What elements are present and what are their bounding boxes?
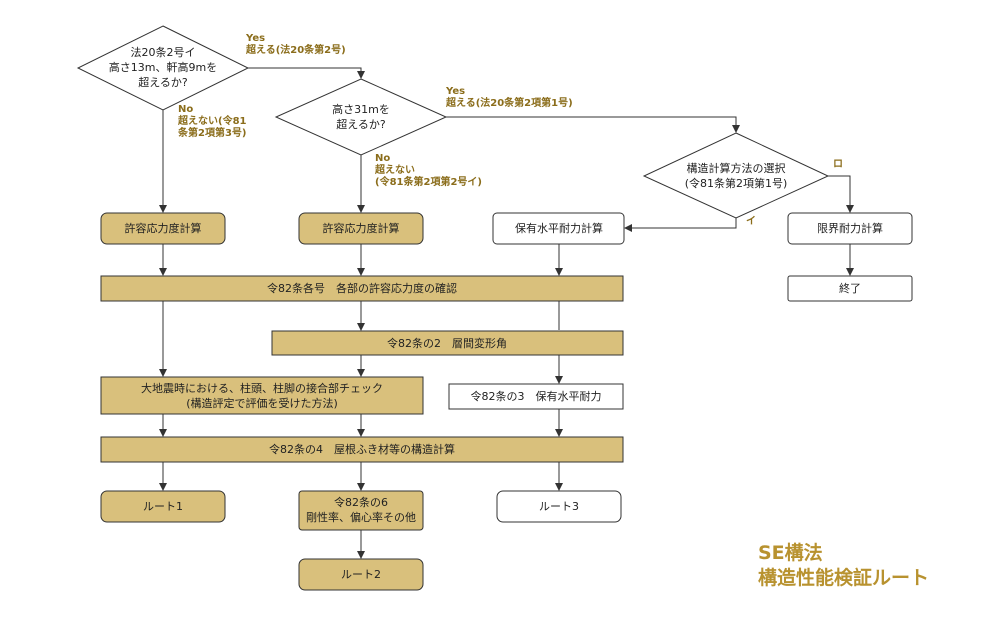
connector-lines	[159, 67, 854, 559]
decision-height13m: 法20条2号イ 高さ13m、軒高9mを 超えるか?	[76, 25, 250, 111]
box-kyoyo-2-text: 許容応力度計算	[323, 221, 400, 235]
box-route3: ルート3	[496, 490, 622, 523]
decision-height31m: 高さ31mを 超えるか?	[274, 78, 448, 156]
bar-rei82-2: 令82条の2 層間変形角	[271, 330, 624, 356]
d1-line2: 高さ13m、軒高9mを	[109, 60, 217, 74]
box-rei82-3: 令82条の3 保有水平耐力	[448, 383, 624, 410]
d1-line3: 超えるか?	[138, 75, 188, 89]
bar-rei82-4-text: 令82条の4 屋根ふき材等の構造計算	[269, 442, 455, 456]
bar-rei82-2-text: 令82条の2 層間変形角	[387, 336, 507, 350]
box-genkai-text: 限界耐力計算	[817, 221, 883, 235]
arrow-d1-yes	[248, 67, 365, 79]
title-line1: SE構法	[758, 541, 823, 564]
box-end: 終了	[787, 275, 913, 302]
label-no1-line2: 条第2項第3号)	[177, 126, 247, 139]
title-line2: 構造性能検証ルート	[758, 566, 929, 589]
label-yes1-body: 超える(法20条第2号)	[245, 43, 346, 56]
label-no2-head: No	[375, 153, 390, 164]
arrow-d3-ro	[828, 175, 854, 213]
box-jishin: 大地震時における、柱頭、柱脚の接合部チェック (構造評定で評価を受けた方法)	[100, 376, 424, 415]
box-rei82-6-line2: 剛性率、偏心率その他	[306, 510, 416, 524]
box-kyoyo-1-text: 許容応力度計算	[125, 221, 202, 235]
label-no2-line1: 超えない	[374, 163, 415, 176]
box-route2: ルート2	[298, 558, 424, 591]
box-rei82-6: 令82条の6 剛性率、偏心率その他	[298, 490, 424, 531]
box-rei82-3-text: 令82条の3 保有水平耐力	[471, 389, 602, 403]
diagram-title: SE構法 構造性能検証ルート	[758, 541, 929, 589]
d2-line2: 超えるか?	[336, 117, 386, 131]
label-ro: ロ	[833, 159, 843, 170]
d3-line1: 構造計算方法の選択	[687, 161, 786, 175]
box-route1-text: ルート1	[143, 500, 183, 513]
box-genkai: 限界耐力計算	[787, 212, 913, 245]
bar-rei82-4: 令82条の4 屋根ふき材等の構造計算	[100, 436, 624, 463]
box-kyoyo-1: 許容応力度計算	[100, 212, 226, 245]
box-route2-text: ルート2	[341, 568, 381, 581]
label-yes2-head: Yes	[445, 86, 465, 97]
label-no1-line1: 超えない(令81	[177, 114, 247, 127]
box-jishin-line1: 大地震時における、柱頭、柱脚の接合部チェック	[141, 381, 383, 395]
box-kyoyo-2: 許容応力度計算	[298, 212, 424, 245]
box-end-text: 終了	[839, 281, 861, 295]
d3-line2: (令81条第2項第1号)	[685, 176, 788, 190]
box-hoyu-calc: 保有水平耐力計算	[492, 212, 625, 245]
label-no1-head: No	[178, 104, 193, 115]
box-hoyu-calc-text: 保有水平耐力計算	[515, 221, 603, 235]
box-route3-text: ルート3	[539, 500, 579, 513]
box-jishin-line2: (構造評定で評価を受けた方法)	[186, 396, 338, 410]
d2-line1: 高さ31mを	[332, 102, 390, 116]
arrow-d2-yes	[446, 116, 740, 133]
label-i: イ	[746, 215, 756, 227]
label-yes2-body: 超える(法20条第2項第1号)	[445, 96, 573, 109]
box-route1: ルート1	[100, 490, 226, 523]
d1-line1: 法20条2号イ	[131, 45, 196, 59]
bar-rei82: 令82条各号 各部の許容応力度の確認	[100, 275, 624, 302]
decision-method: 構造計算方法の選択 (令81条第2項第1号)	[642, 132, 830, 219]
bar-rei82-text: 令82条各号 各部の許容応力度の確認	[267, 281, 457, 295]
label-yes1-head: Yes	[245, 33, 265, 44]
label-no2-line2: (令81条第2項第2号イ)	[375, 175, 482, 188]
arrow-d3-i	[624, 218, 737, 232]
branch-labels: Yes 超える(法20条第2号) No 超えない(令81 条第2項第3号) Ye…	[177, 33, 843, 227]
box-rei82-6-line1: 令82条の6	[334, 495, 388, 509]
